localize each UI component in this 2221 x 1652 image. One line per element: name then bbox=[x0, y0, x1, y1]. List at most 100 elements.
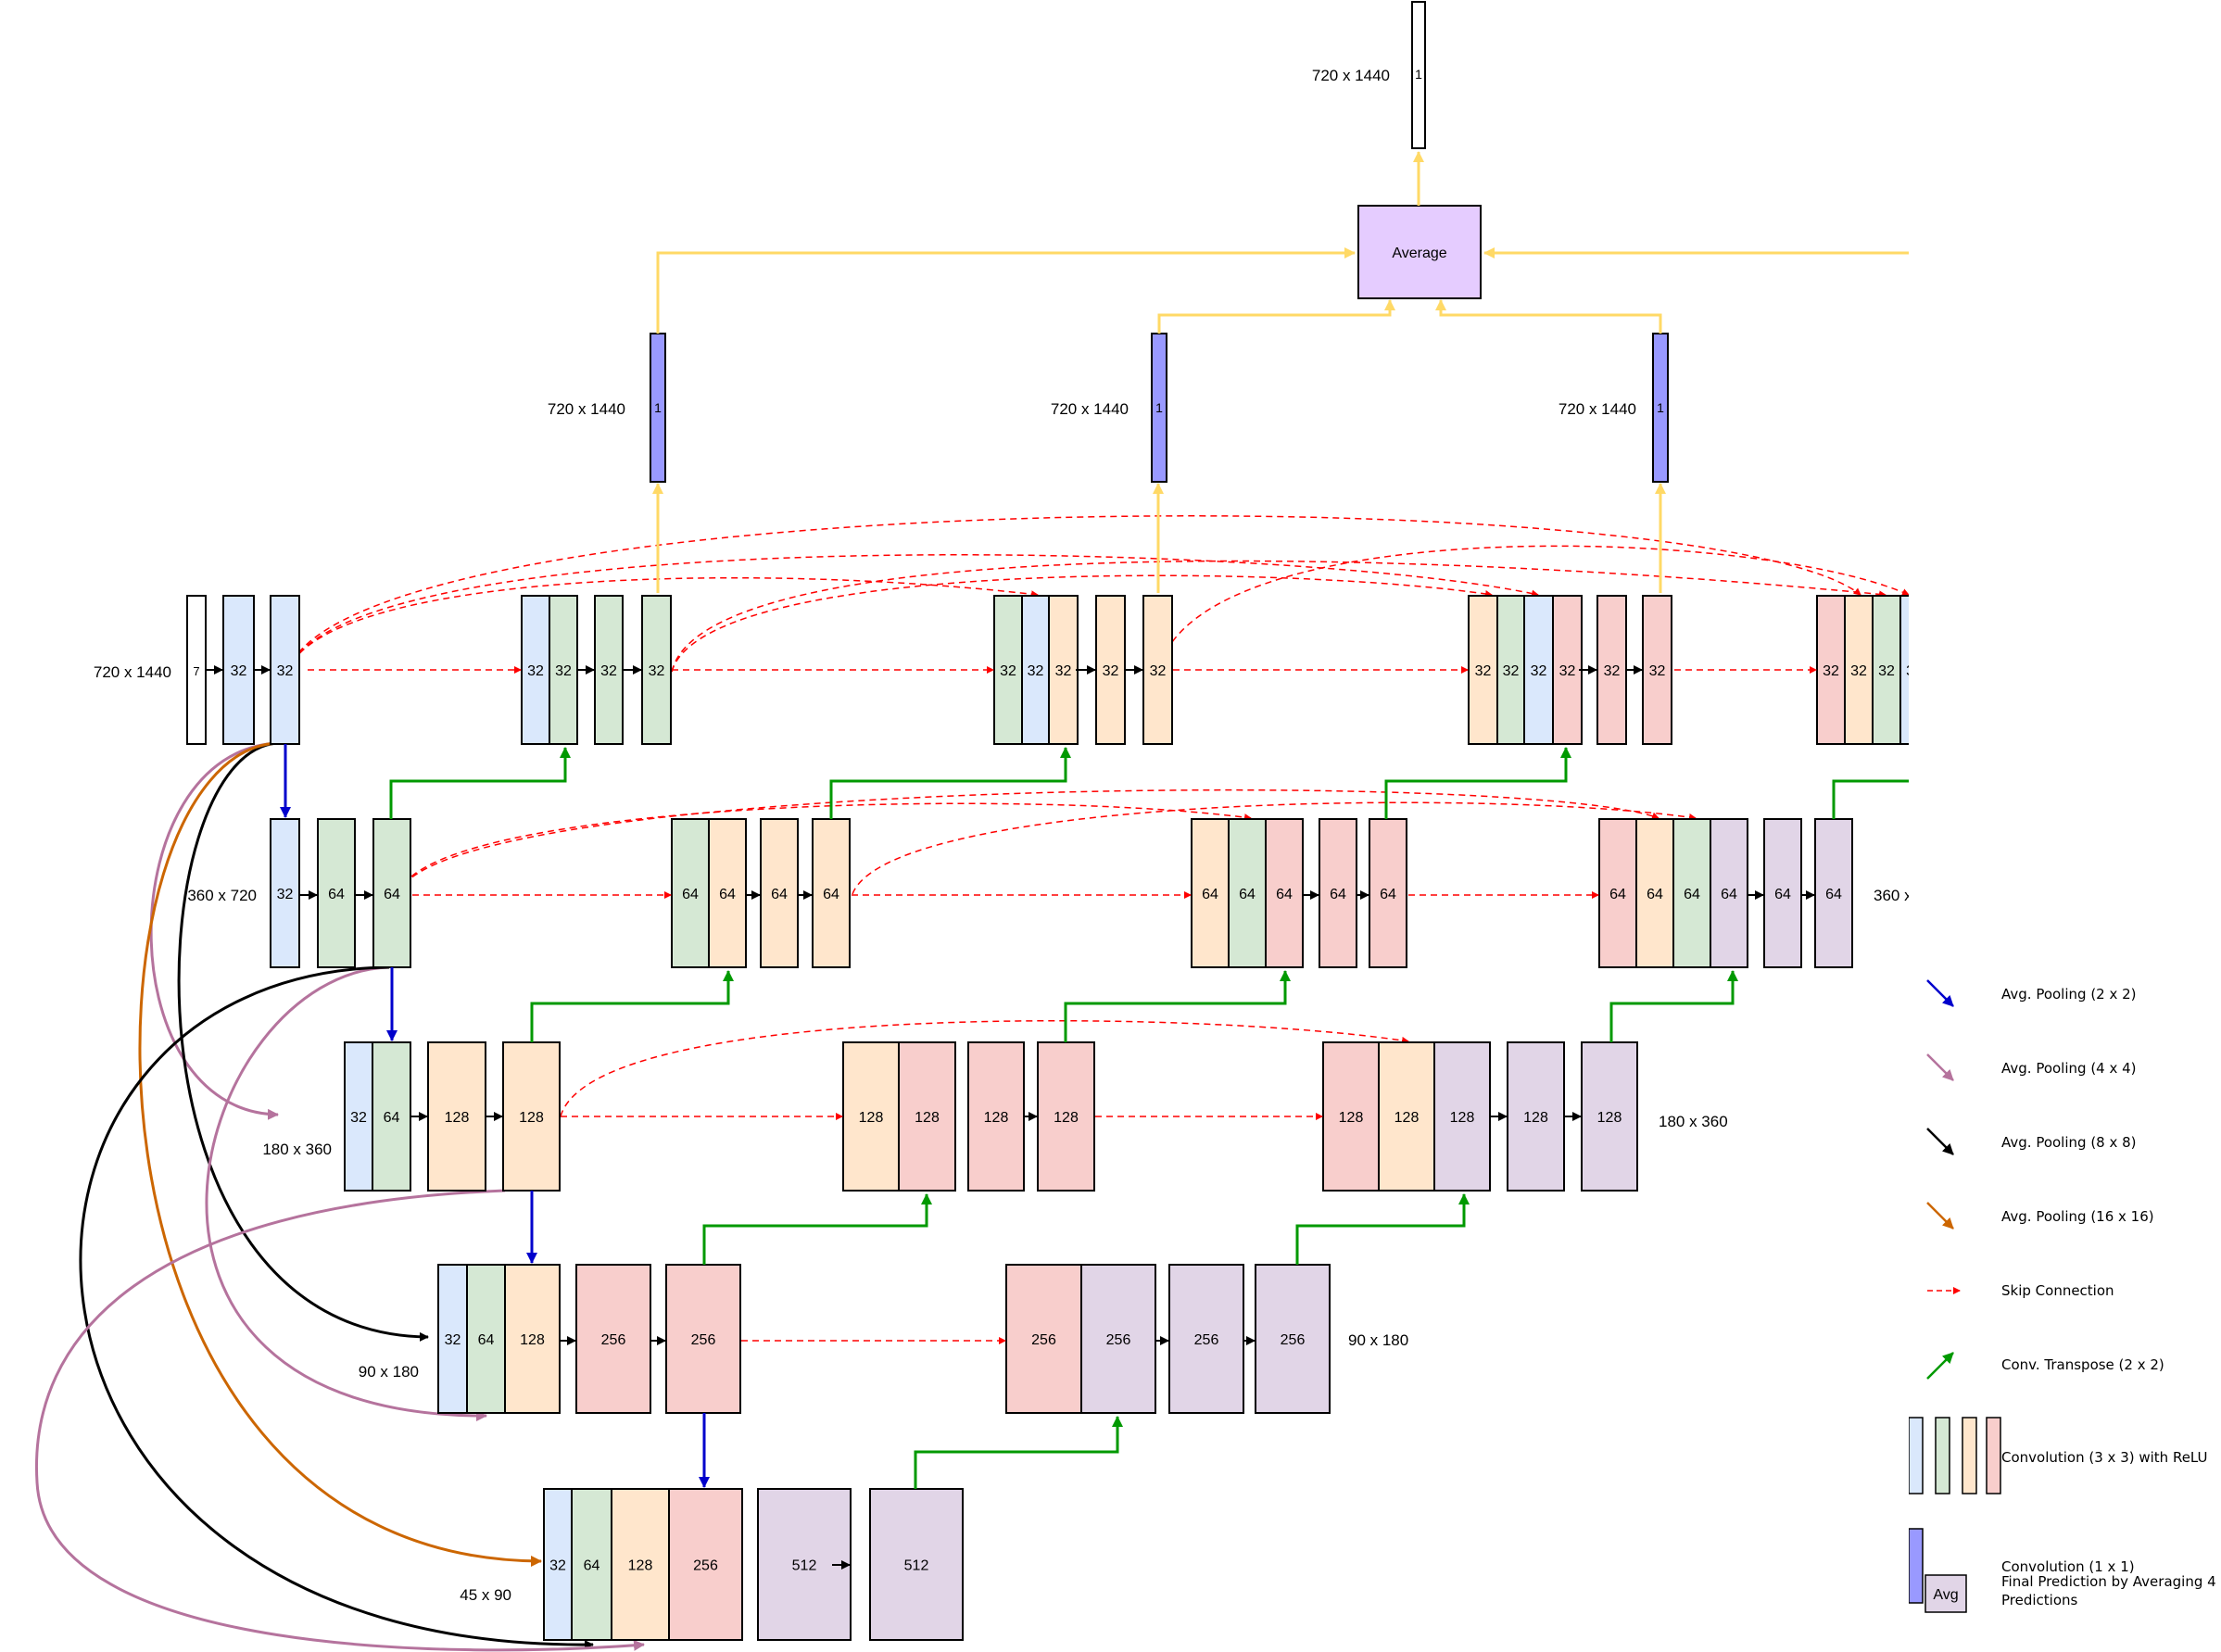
block-rect bbox=[1319, 818, 1357, 968]
conv1x1-label: 1 bbox=[1155, 400, 1163, 415]
block-rect bbox=[1191, 818, 1230, 968]
conv1x1-block-icon bbox=[1909, 1528, 1924, 1604]
feature-block: 32 bbox=[1816, 595, 1846, 745]
purple-arrow-icon bbox=[1926, 1053, 1954, 1081]
block-channels: 32 bbox=[527, 663, 544, 679]
output-branch-2: 1 720 x 1440 bbox=[1051, 333, 1167, 483]
feature-block: 128 bbox=[1322, 1041, 1380, 1192]
block-rect bbox=[1598, 818, 1637, 968]
feature-block: 64 bbox=[1635, 818, 1674, 968]
feature-block: 32 bbox=[543, 1488, 573, 1641]
legend-label: Avg. Pooling (16 x 16) bbox=[2001, 1208, 2154, 1225]
feature-block: 64 bbox=[571, 1488, 612, 1641]
feature-block: 128 bbox=[898, 1041, 956, 1192]
block-rect bbox=[317, 818, 356, 968]
block-rect bbox=[1021, 595, 1050, 745]
legend-label: Final Prediction by Averaging 4 Predicti… bbox=[2001, 1573, 2220, 1608]
res-label: 720 x 1440 bbox=[1558, 400, 1636, 418]
block-channels: 256 bbox=[601, 1332, 626, 1348]
legend-item: Conv. Transpose (2 x 2) bbox=[1909, 1342, 2221, 1397]
res-label: 360 x 720 bbox=[1874, 887, 1909, 904]
block-rect bbox=[1552, 595, 1583, 745]
feature-block: 32 bbox=[1642, 595, 1672, 745]
block-channels: 128 bbox=[1054, 1110, 1079, 1126]
prediction-arrows bbox=[652, 151, 1909, 593]
black-arrow-icon bbox=[1926, 1128, 1954, 1155]
feature-block: 256 bbox=[1168, 1264, 1244, 1414]
legend-label-line: Final Prediction by Averaging 4 bbox=[2001, 1573, 2216, 1590]
block-channels: 128 bbox=[984, 1110, 1009, 1126]
block-rect bbox=[427, 1041, 486, 1192]
feature-block: 128 bbox=[842, 1041, 900, 1192]
block-rect bbox=[1899, 595, 1909, 745]
res-label: 720 x 1440 bbox=[548, 400, 625, 418]
block-rect bbox=[466, 1264, 506, 1414]
feature-block: 256 bbox=[575, 1264, 651, 1414]
feature-block: 128 bbox=[504, 1264, 561, 1414]
legend-label-line: Predictions bbox=[2001, 1592, 2078, 1608]
block-rect bbox=[1378, 1041, 1435, 1192]
avg-box-icon bbox=[1924, 1574, 1967, 1613]
block-rect bbox=[1844, 595, 1874, 745]
legend-extra: Avg Final Prediction by Averaging 4 Pred… bbox=[1924, 1573, 2220, 1613]
block-channels: 64 bbox=[1609, 887, 1626, 902]
feature-block: 32 bbox=[222, 595, 255, 745]
block-rect bbox=[1005, 1264, 1082, 1414]
feature-block: 128 bbox=[611, 1488, 670, 1641]
block-channels: 32 bbox=[549, 1558, 566, 1574]
feature-block: 32 bbox=[270, 818, 300, 968]
feature-block: 32 bbox=[993, 595, 1023, 745]
orange-arrow-icon bbox=[1926, 1202, 1954, 1230]
block-channels: 32 bbox=[1559, 663, 1576, 679]
feature-block: 32 bbox=[1596, 595, 1627, 745]
block-rect bbox=[1255, 1264, 1331, 1414]
block-channels: 32 bbox=[1103, 663, 1119, 679]
block-channels: 64 bbox=[823, 887, 839, 902]
feature-block: 32 bbox=[549, 595, 578, 745]
block-rect bbox=[1433, 1041, 1491, 1192]
legend-item: Avg. Pooling (16 x 16) bbox=[1909, 1193, 2221, 1249]
transpose-arrow bbox=[530, 970, 734, 1042]
block-channels: 64 bbox=[478, 1332, 495, 1348]
block-rect bbox=[641, 595, 672, 745]
conv1x1-label: 1 bbox=[1657, 400, 1664, 415]
block-rect bbox=[575, 1264, 651, 1414]
block-rect bbox=[1523, 595, 1554, 745]
block-channels: 32 bbox=[1878, 663, 1895, 679]
feature-block: 32 bbox=[1048, 595, 1079, 745]
res-label: 720 x 1440 bbox=[94, 663, 171, 681]
block-channels: 256 bbox=[1281, 1332, 1306, 1348]
block-rect bbox=[1672, 818, 1711, 968]
color-blocks-icon bbox=[1909, 1417, 2001, 1494]
block-channels: 64 bbox=[1647, 887, 1663, 902]
block-channels: 64 bbox=[384, 1110, 400, 1126]
feature-block: 128 bbox=[1581, 1041, 1638, 1192]
block-rect bbox=[1265, 818, 1304, 968]
block-channels: 128 bbox=[1339, 1110, 1364, 1126]
res-label: 180 x 360 bbox=[262, 1141, 332, 1158]
block-channels: 7 bbox=[193, 664, 199, 678]
block-rect bbox=[1168, 1264, 1244, 1414]
block-channels: 128 bbox=[520, 1332, 545, 1348]
feature-block: 64 bbox=[1710, 818, 1748, 968]
block-channels: 32 bbox=[649, 663, 665, 679]
average-box bbox=[1357, 205, 1482, 299]
legend-item: Avg. Pooling (8 x 8) bbox=[1909, 1119, 2221, 1175]
feature-block: 64 bbox=[1265, 818, 1304, 968]
block-channels: 64 bbox=[1721, 887, 1737, 902]
block-channels: 32 bbox=[1604, 663, 1621, 679]
legend-item: Avg. Pooling (4 x 4) bbox=[1909, 1045, 2221, 1101]
block-channels: 256 bbox=[1106, 1332, 1131, 1348]
block-channels: 32 bbox=[277, 663, 294, 679]
feature-block: 64 bbox=[671, 818, 710, 968]
block-rect bbox=[1322, 1041, 1380, 1192]
block-rect bbox=[1468, 595, 1498, 745]
block-channels: 32 bbox=[1028, 663, 1044, 679]
res-label: 45 x 90 bbox=[460, 1586, 511, 1604]
feature-block: 32 bbox=[1021, 595, 1050, 745]
legend: Avg. Pooling (2 x 2) Avg. Pooling (4 x 4… bbox=[1909, 964, 2221, 1652]
block-rect bbox=[1080, 1264, 1156, 1414]
feature-block: 32 bbox=[1872, 595, 1901, 745]
block-channels: 64 bbox=[1202, 887, 1218, 902]
block-rect bbox=[502, 1041, 561, 1192]
